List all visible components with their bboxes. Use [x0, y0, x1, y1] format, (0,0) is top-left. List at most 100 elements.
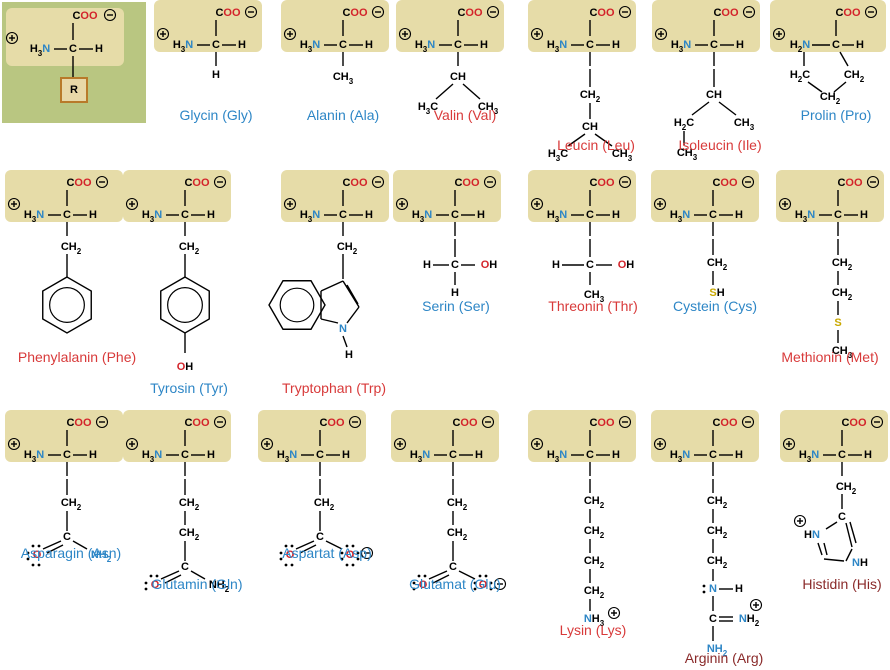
alpha-hydrogen: H — [365, 39, 373, 51]
positive-charge-icon — [125, 197, 139, 211]
negative-charge-icon — [870, 415, 884, 429]
group-label: NH2 — [739, 613, 760, 628]
negative-charge-icon — [618, 175, 632, 189]
label-leu: Leucin (Leu) — [557, 137, 635, 153]
backbone-box — [528, 410, 636, 462]
guanidino-nitrogen: N — [709, 583, 717, 595]
atom-label: H — [451, 287, 459, 299]
positive-charge-icon — [395, 197, 409, 211]
amine-group: H3N — [30, 43, 50, 58]
group-label: H2C — [790, 69, 810, 84]
negative-charge-icon — [348, 415, 362, 429]
negative-charge-icon — [360, 546, 374, 560]
imidazole-nitrogen: HN — [804, 529, 820, 541]
carboxylate-group: COO — [215, 7, 241, 19]
negative-charge-icon — [864, 5, 878, 19]
atom-label: C — [709, 613, 717, 625]
methyl-group: CH3 — [832, 345, 853, 360]
lone-pair-dot — [31, 563, 35, 567]
methyl-group: CH3 — [584, 289, 605, 304]
positive-charge-icon — [156, 27, 170, 41]
group-label: CH2 — [61, 497, 82, 512]
amine-group: H3N — [142, 449, 162, 464]
alpha-carbon: C — [339, 39, 347, 51]
atom-label: CH — [706, 89, 722, 101]
carboxylate-group: COO — [713, 7, 739, 19]
label-met: Methionin (Met) — [781, 349, 879, 365]
negative-charge-icon — [244, 5, 258, 19]
alpha-hydrogen: H — [342, 449, 350, 461]
bond — [718, 101, 737, 116]
backbone-box — [651, 170, 759, 222]
carboxyl-oxygen: O — [479, 579, 488, 591]
methyl-group: CH3 — [478, 101, 499, 116]
lone-pair-dot — [356, 551, 360, 555]
lone-pair-dot — [340, 557, 344, 561]
label-glu: Glutamat (Glu) — [409, 576, 501, 592]
lone-pair-dot — [345, 544, 349, 548]
negative-charge-icon — [618, 415, 632, 429]
negative-charge-icon — [371, 175, 385, 189]
alpha-hydrogen: H — [612, 209, 620, 221]
atom-label: C — [451, 259, 459, 271]
label-arg: Arginin (Arg) — [684, 650, 764, 666]
lone-pair-dot — [484, 574, 488, 578]
bond — [823, 542, 828, 556]
thiol-group: SH — [709, 287, 724, 299]
positive-charge-icon — [782, 437, 796, 451]
aromatic-circle — [167, 287, 203, 323]
carboxyl-oxygen: O — [346, 549, 355, 561]
bond — [435, 83, 454, 100]
negative-charge-icon — [371, 5, 385, 19]
positive-charge-icon — [530, 437, 544, 451]
atom-label: H — [856, 39, 864, 51]
atom-label: C — [449, 561, 457, 573]
label-gln: Glutamin (Gln) — [151, 576, 243, 592]
imidazole-nitrogen: NH — [852, 557, 868, 569]
bond — [428, 570, 448, 580]
alpha-carbon: C — [63, 449, 71, 461]
group-label: CH2 — [844, 69, 865, 84]
amine-group: H3N — [547, 209, 567, 224]
alpha-carbon: C — [451, 209, 459, 221]
lone-pair-dot — [144, 581, 148, 585]
group-label: CH2 — [584, 525, 605, 540]
label-asp: Aspartat (Asp) — [282, 545, 372, 561]
negative-charge-icon — [493, 577, 507, 591]
methyl-group: H3C — [548, 148, 568, 163]
group-label: CH2 — [584, 585, 605, 600]
bond — [825, 521, 838, 530]
alpha-hydrogen: H — [736, 39, 744, 51]
lone-pair-dot — [155, 574, 159, 578]
bond — [342, 335, 348, 348]
positive-charge-icon — [654, 27, 668, 41]
carboxylate-group: COO — [184, 417, 210, 429]
group-label: CH2 — [707, 525, 728, 540]
alpha-hydrogen: H — [735, 209, 743, 221]
negative-charge-icon — [741, 415, 755, 429]
alpha-carbon: C — [586, 449, 594, 461]
lone-pair-dot — [26, 557, 30, 561]
lone-pair-dot — [149, 574, 153, 578]
atom-label: C — [316, 531, 324, 543]
atom-label: H — [552, 259, 560, 271]
backbone-box — [776, 170, 884, 222]
bond — [320, 280, 344, 292]
lone-pair-dot — [423, 574, 427, 578]
negative-charge-icon — [866, 175, 880, 189]
backbone-box — [651, 410, 759, 462]
amine-group: H3N — [415, 39, 435, 54]
backbone-box — [528, 0, 636, 52]
group-label: CH2 — [707, 257, 728, 272]
lone-pair-dot — [473, 581, 477, 585]
alpha-hydrogen: H — [735, 449, 743, 461]
alpha-hydrogen: H — [475, 449, 483, 461]
negative-charge-icon — [481, 415, 495, 429]
